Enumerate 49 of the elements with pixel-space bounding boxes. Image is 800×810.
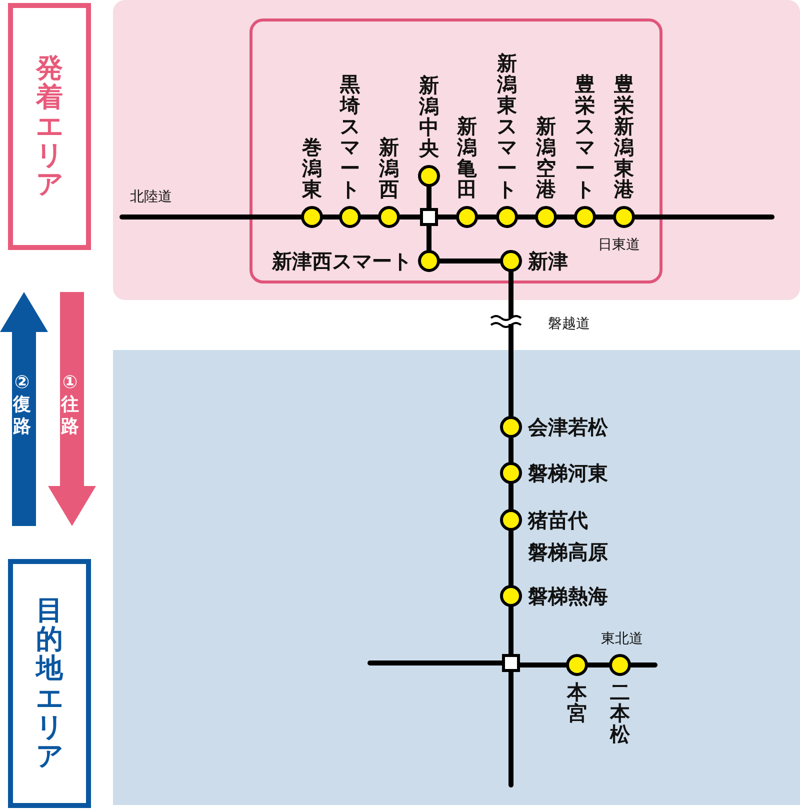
junction-square bbox=[420, 208, 438, 226]
road-name: 日東道 bbox=[598, 236, 640, 254]
interchange-name: 磐梯河東 bbox=[528, 460, 608, 487]
road-line bbox=[516, 214, 538, 220]
road-line bbox=[368, 660, 504, 666]
interchange-name: 新津 bbox=[528, 248, 568, 275]
interchange-name: 二本松 bbox=[610, 682, 630, 745]
road-line bbox=[358, 214, 380, 220]
interchange-name: 新潟西 bbox=[379, 137, 399, 200]
interchange-name: 磐梯熱海 bbox=[528, 583, 608, 610]
interchange-name: 新津西スマート bbox=[272, 248, 412, 275]
direction-block-arrow bbox=[48, 292, 96, 526]
road-line bbox=[508, 482, 514, 512]
road-name: 北陸道 bbox=[130, 188, 172, 206]
edge-label: ②復路 bbox=[13, 372, 31, 438]
road-line bbox=[632, 214, 774, 220]
road-line bbox=[426, 184, 432, 210]
road-line bbox=[594, 214, 616, 220]
road-line bbox=[508, 528, 514, 588]
interchange-name: 会津若松 bbox=[528, 414, 608, 441]
road-line bbox=[628, 662, 658, 668]
interchange-name: 新潟中央 bbox=[419, 75, 439, 159]
road-line bbox=[476, 214, 498, 220]
road-line bbox=[508, 270, 514, 418]
road-line bbox=[554, 214, 576, 220]
road-line bbox=[426, 224, 432, 252]
road-line bbox=[120, 214, 304, 220]
interchange-name: 新潟亀田 bbox=[457, 116, 477, 200]
interchange-name: 豊栄スマート bbox=[575, 74, 595, 200]
interchange-name: 新潟東スマート bbox=[497, 53, 517, 200]
interchange-name: 巻潟東 bbox=[302, 137, 322, 200]
area-title: 発着エリア bbox=[36, 54, 63, 200]
road-line bbox=[586, 662, 612, 668]
road-line bbox=[398, 214, 422, 220]
road-line bbox=[508, 604, 514, 656]
edge-label: ①往路 bbox=[61, 372, 79, 438]
road-line bbox=[438, 258, 502, 264]
interchange-name: 新潟空港 bbox=[536, 116, 556, 200]
direction-block-arrow bbox=[0, 292, 48, 526]
road-name: 磐越道 bbox=[548, 315, 590, 333]
interchange-name: 黒埼スマート bbox=[340, 74, 360, 200]
interchange-name: 本宮 bbox=[567, 682, 587, 724]
road-line bbox=[320, 214, 342, 220]
junction-square bbox=[502, 654, 520, 672]
interchange-name: 豊栄新潟東港 bbox=[614, 74, 634, 200]
interchange-name: 猪苗代磐梯高原 bbox=[528, 507, 608, 566]
road-line bbox=[508, 436, 514, 464]
road-name: 東北道 bbox=[601, 630, 643, 648]
area-title: 目的地エリア bbox=[36, 596, 63, 771]
